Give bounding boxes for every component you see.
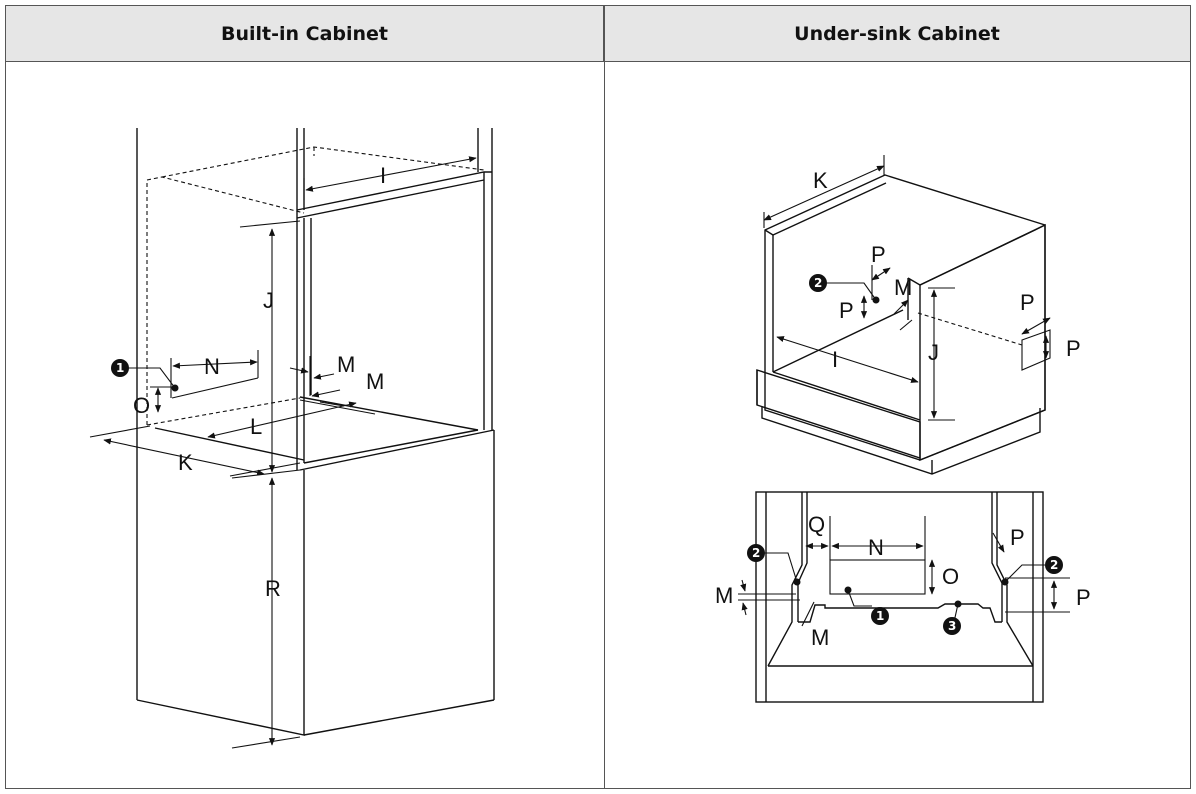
label-K-left: K: [178, 450, 193, 475]
callout-2-right: 2: [1050, 558, 1058, 572]
callout-2-left: 2: [752, 546, 760, 560]
label-M-right-2: M: [715, 583, 733, 608]
label-N-right: N: [868, 535, 884, 560]
label-O-right: O: [942, 564, 959, 589]
callout-1-left: 1: [116, 361, 124, 375]
label-M-right-1: M: [894, 275, 912, 300]
label-Q: Q: [808, 512, 825, 537]
callout-3-front: 3: [948, 619, 956, 633]
column-divider: [604, 6, 605, 788]
label-P-right-5: P: [1010, 525, 1025, 550]
label-I-right: I: [832, 347, 838, 372]
label-P-right-4: P: [1066, 336, 1081, 361]
label-N-left: N: [204, 354, 220, 379]
label-P-right-1: P: [871, 242, 886, 267]
label-M-right-3: M: [811, 625, 829, 650]
header-built-in-cabinet: Built-in Cabinet: [6, 6, 604, 62]
under-sink-isometric-drawing: [756, 155, 1051, 475]
label-J-right: J: [928, 340, 939, 365]
label-M-left-2: M: [366, 369, 384, 394]
label-J-left: J: [263, 288, 274, 313]
label-P-right-3: P: [1020, 290, 1035, 315]
built-in-cabinet-drawing: [89, 128, 495, 749]
callout-2-top: 2: [814, 276, 822, 290]
label-P-right-2: P: [839, 298, 854, 323]
label-R-left: R: [265, 576, 281, 601]
label-K-right: K: [813, 168, 828, 193]
label-L-left: L: [250, 414, 262, 439]
label-O-left: O: [133, 393, 150, 418]
label-I-left: I: [380, 163, 386, 188]
label-P-right-6: P: [1076, 585, 1091, 610]
callout-1-front: 1: [876, 609, 884, 623]
diagram-table: Built-in Cabinet Under-sink Cabinet: [5, 5, 1191, 789]
header-under-sink-cabinet: Under-sink Cabinet: [604, 6, 1190, 62]
label-M-left-1: M: [337, 352, 355, 377]
under-sink-front-view-drawing: [738, 491, 1070, 703]
